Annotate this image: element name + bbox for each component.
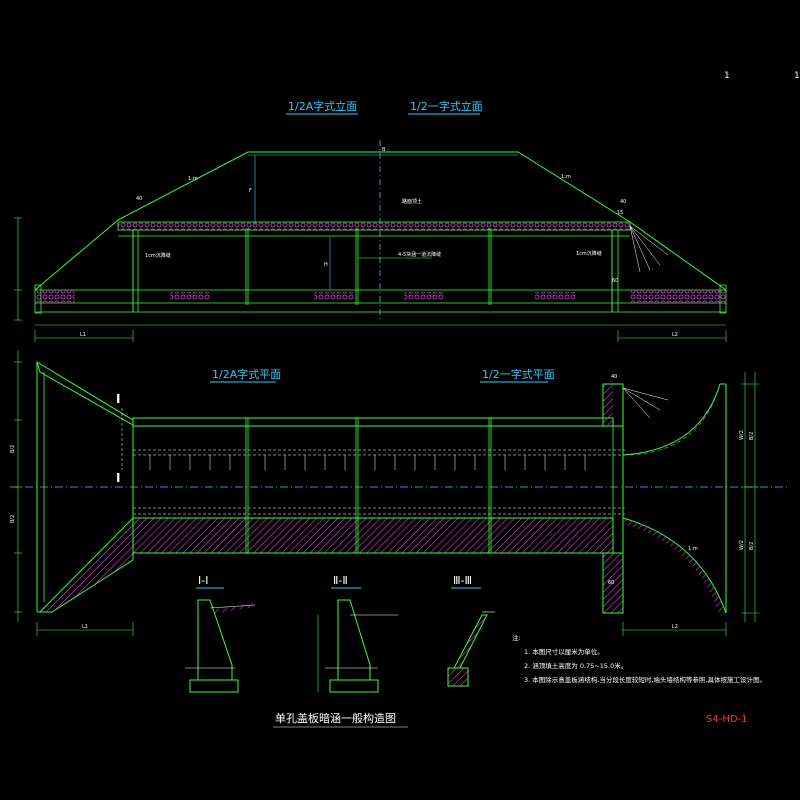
plan-60-label: 60 <box>608 580 614 586</box>
waterproof-left-label: 1cm沉降缝 <box>145 252 171 259</box>
elevation-right-title: 1/2一字式立面 <box>410 99 483 113</box>
section-2-title: Ⅱ-Ⅱ <box>333 574 348 587</box>
elevation-left-title: 1/2A字式立面 <box>288 99 357 113</box>
elev-L2-label: L2 <box>672 332 678 338</box>
note-item-1: 1. 本图尺寸以厘米为单位。 <box>524 647 604 656</box>
drawing-title: 单孔盖板暗涵一般构造图 <box>275 711 396 725</box>
plan-right-title: 1/2一字式平面 <box>482 367 555 381</box>
plan-W2-right-bottom: W/2 <box>739 540 745 550</box>
dim-F-label: F <box>249 188 252 194</box>
plan-L2-label: L2 <box>672 624 678 630</box>
plan-left-title: 1/2A字式平面 <box>212 367 281 381</box>
elevation-view: 1/2A字式立面 1/2一字式立面 <box>14 99 727 342</box>
dim-40-left-label: 40 <box>136 196 142 202</box>
sheet-number: S4-HD-1 <box>706 714 748 725</box>
plan-B2-left-top: B/2 <box>10 445 16 453</box>
plan-view: 1/2A字式平面 1/2一字式平面 <box>10 350 790 636</box>
plan-B2-right-top: B/2 <box>749 432 755 440</box>
notes-heading: 注: <box>512 633 521 642</box>
dim-H-label: H <box>324 262 328 268</box>
slope-right-label: 1:m <box>561 174 571 180</box>
note-item-2: 2. 涵顶填土高度为 0.75~15.0米。 <box>524 661 627 670</box>
plan-40-label: 40 <box>611 374 617 380</box>
cut-mark-top: I <box>116 392 120 406</box>
note-item-3: 3. 本图除示意盖板涵结构,当分段长度较短时,端头墙结构等参照,具体按施工设计图… <box>524 675 766 684</box>
plan-W2-right-top: W/2 <box>739 430 745 440</box>
waterproof-right-label: 1cm沉降缝 <box>576 250 602 257</box>
plan-B2-left-bottom: B/2 <box>10 515 16 523</box>
plan-slope-label: 1:m <box>688 546 698 552</box>
dim-B-label: B <box>382 147 386 153</box>
elev-L1-label: L1 <box>80 332 86 338</box>
section-1-title: I-I <box>198 574 208 587</box>
notes-block: 注: 1. 本图尺寸以厘米为单位。 2. 涵顶填土高度为 0.75~15.0米。… <box>512 633 766 684</box>
section-3-title: Ⅲ-Ⅲ <box>453 574 472 587</box>
dim-15-label: 15 <box>617 210 623 216</box>
page-number-1: 1 <box>724 71 730 81</box>
dim-60-label: 60 <box>612 278 618 284</box>
page-number-2: 1 <box>794 71 800 81</box>
cut-mark-bottom: I <box>116 471 120 485</box>
plan-B2-right-bottom: B/2 <box>749 542 755 550</box>
plan-L1-label: L1 <box>82 624 88 630</box>
slab-note-label: 4-5块涵一道沉降缝 <box>398 251 441 258</box>
slope-left-label: 1:m <box>188 176 198 182</box>
dim-40-right-label: 40 <box>620 199 626 205</box>
fill-top-label: 路面顶土 <box>402 198 422 205</box>
section-views: I-I Ⅱ-Ⅱ Ⅲ-Ⅲ <box>185 574 495 693</box>
